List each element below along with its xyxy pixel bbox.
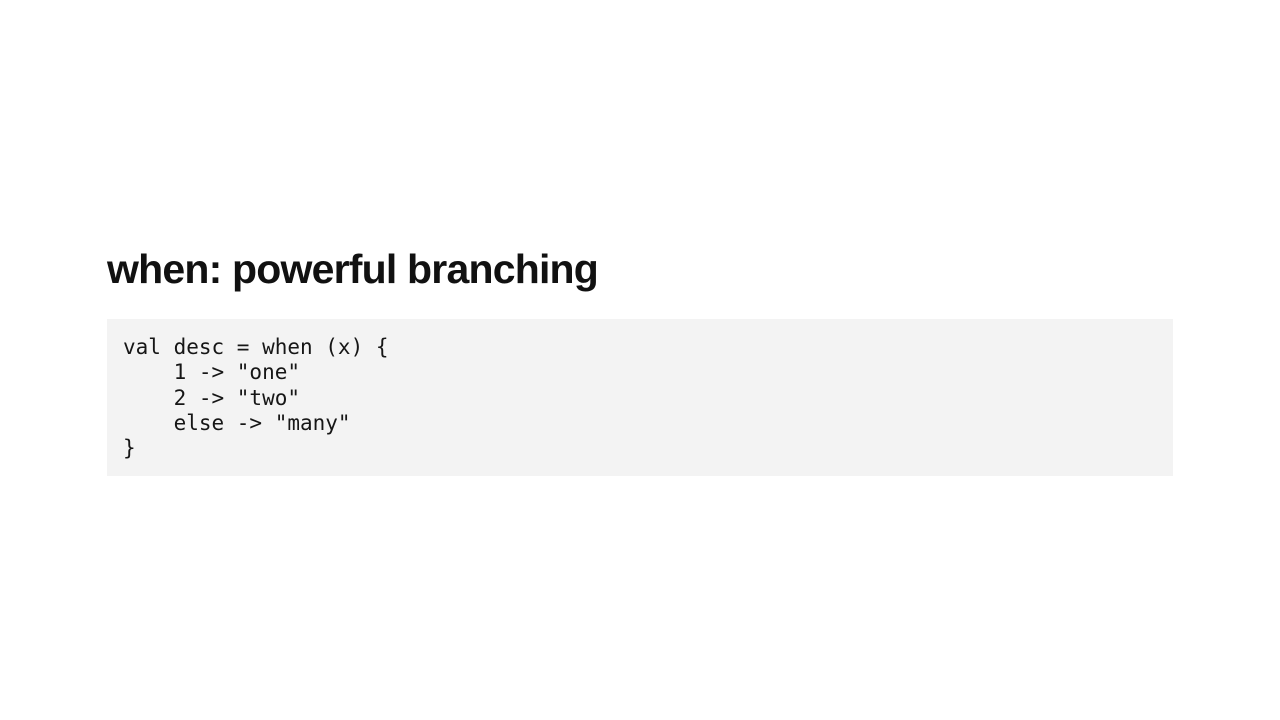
code-line: val desc = when (x) { xyxy=(123,335,389,359)
code-content: val desc = when (x) { 1 -> "one" 2 -> "t… xyxy=(123,335,1157,461)
code-line: } xyxy=(123,436,136,461)
code-line: 1 -> "one" xyxy=(123,360,301,385)
code-line: else -> "many" xyxy=(123,410,351,435)
code-line: 2 -> "two" xyxy=(123,385,301,410)
code-block: val desc = when (x) { 1 -> "one" 2 -> "t… xyxy=(107,319,1173,476)
page-title: when: powerful branching xyxy=(107,246,599,292)
